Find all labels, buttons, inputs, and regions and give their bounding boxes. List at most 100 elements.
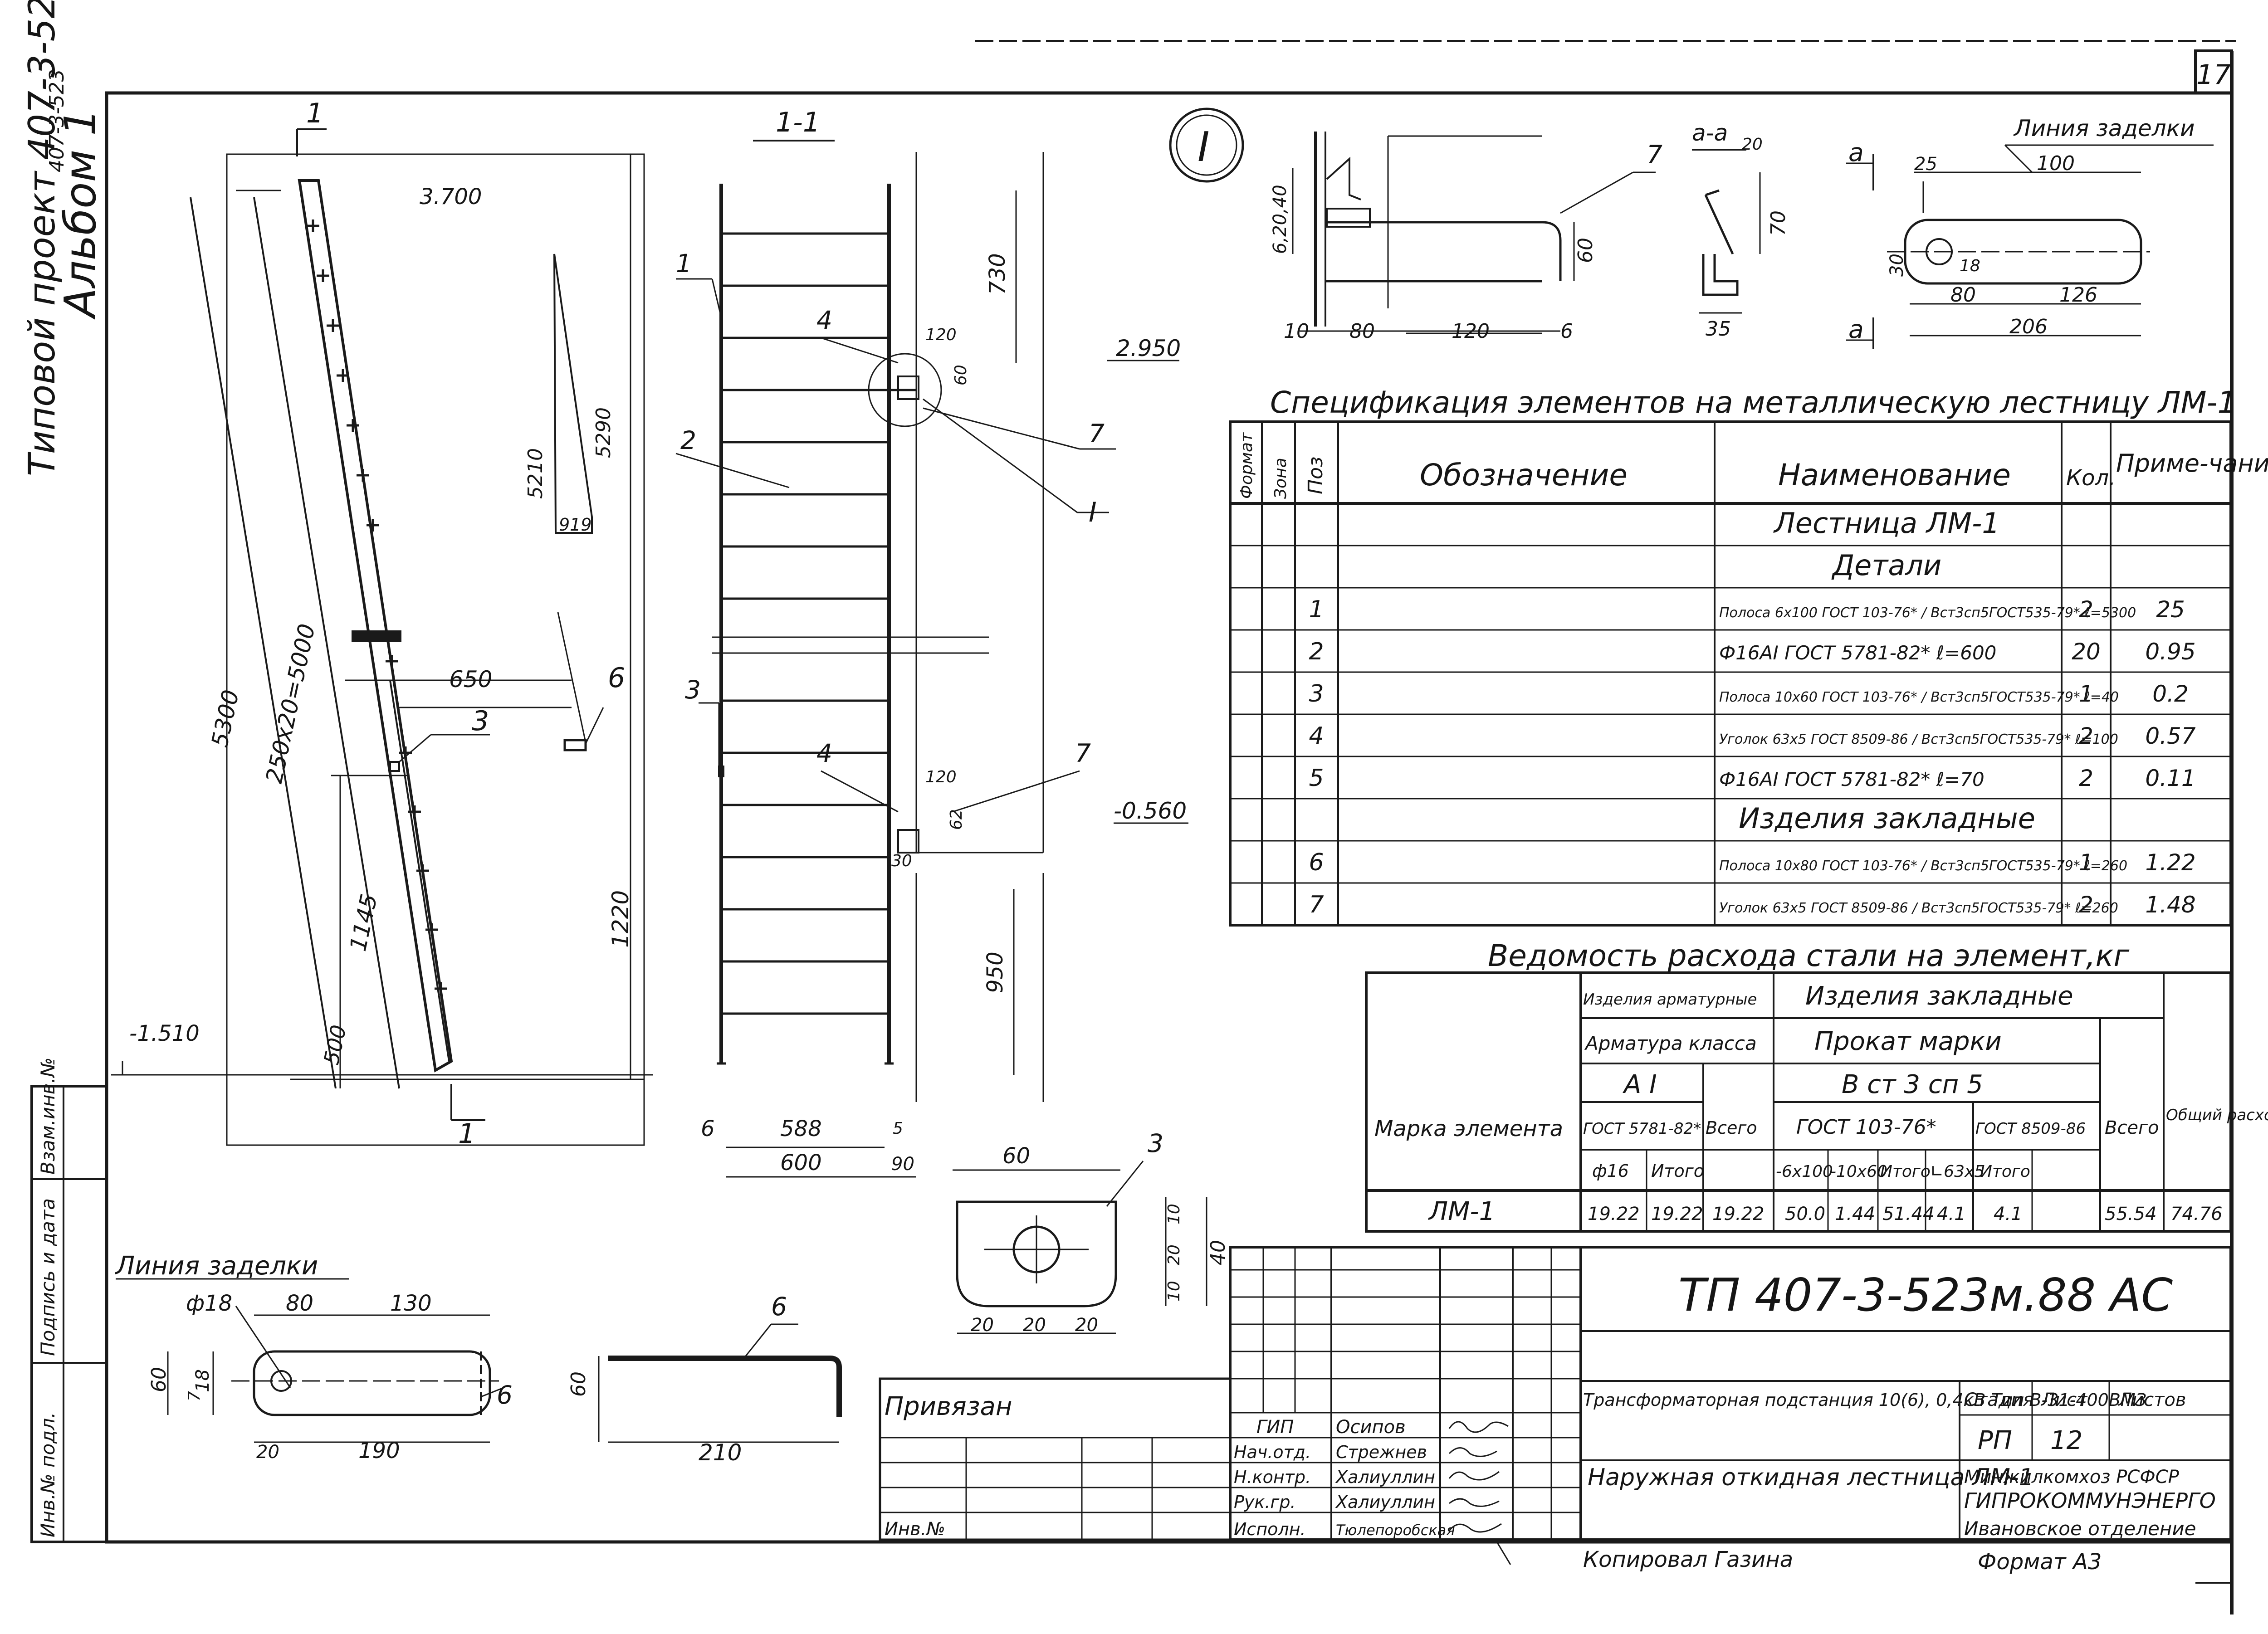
detail-a-a	[1692, 149, 1761, 314]
detail-6-dim-80: 80	[286, 1291, 313, 1316]
detail-3	[953, 1161, 1207, 1334]
ladder-profile-view	[111, 128, 653, 1146]
section-pos-4-bot: 4	[816, 739, 832, 768]
detail-6	[116, 1278, 504, 1443]
spec-row-pos: 5	[1309, 765, 1324, 792]
detail-3-dim-10a: 10	[1165, 1204, 1183, 1224]
detail-bar-dim-60: 60	[567, 1371, 590, 1397]
detail-strip-title: Линия заделки	[2013, 115, 2195, 141]
detail-I	[1169, 107, 1656, 334]
detail-I-dim-80: 80	[1349, 320, 1375, 343]
triangle-5290: 5290	[592, 407, 615, 458]
side-text: Типовой проект 407-3-523.88 Альбом 1 407…	[21, 0, 106, 476]
role-1: Нач.отд.	[1234, 1442, 1311, 1462]
dim-60: 60	[952, 365, 970, 385]
pos-6-label: 6	[608, 662, 625, 694]
spec-table-headers: Формат Зона Поз Обозначение Наименование…	[1237, 432, 2268, 499]
left-label-2: Подпись и дата	[37, 1198, 59, 1356]
detail-3-pos: 3	[1148, 1129, 1163, 1158]
spec-header-format: Формат	[1237, 432, 1256, 499]
side-corner-number: 407-3-523	[45, 69, 68, 172]
section-pos-2: 2	[680, 426, 696, 455]
pos-3-label: 3	[472, 705, 489, 737]
left-label-1: Инв.№ подл.	[37, 1412, 59, 1537]
side-album: Альбом 1	[56, 108, 106, 320]
detail-6-dim-20: 20	[256, 1442, 279, 1463]
name-2: Халиуллин	[1335, 1467, 1435, 1487]
detail-3-dim-40: 40	[1207, 1240, 1230, 1265]
spec-header-pos: Поз	[1304, 457, 1327, 494]
section-pos-I: I	[1089, 497, 1097, 528]
steel-h-rebar-class: Арматура класса	[1584, 1032, 1757, 1054]
spec-row-note: 25	[2156, 596, 2185, 623]
steel-sub-0: ф16	[1592, 1161, 1629, 1181]
steel-val-7: 4.1	[1994, 1204, 2023, 1224]
left-label-3: Взам.инв.№	[37, 1058, 59, 1175]
steel-val-0: 19.22	[1588, 1204, 1640, 1224]
detail-strip-mark-a-bot: а	[1848, 315, 1864, 344]
dim-steps: 250x20=5000	[261, 621, 320, 785]
detail-I-title: I	[1198, 123, 1210, 171]
sheet-header: Лист	[2040, 1390, 2088, 1410]
signature-0	[1448, 1421, 1509, 1433]
dim-120-bot: 120	[925, 768, 957, 786]
spec-row-qty: 2	[2079, 765, 2093, 791]
steel-val-6: 4.1	[1937, 1204, 1966, 1224]
steel-sub-7: Итого	[1980, 1162, 2030, 1181]
spec-row-name: Полоса 10x60 ГОСТ 103-76* / Вст3сп5ГОСТ5…	[1719, 689, 2119, 705]
detail-strip	[1846, 144, 2214, 349]
elevation-2950: 2.950	[1116, 335, 1181, 361]
org-line-2: ГИПРОКОММУНЭНЕРГО	[1964, 1488, 2216, 1513]
steel-val-9: 74.76	[2170, 1204, 2223, 1224]
spec-row-qty: 1	[2079, 849, 2093, 876]
detail-bar	[598, 1323, 842, 1443]
detail-6-pos: 6	[497, 1380, 513, 1410]
page-number: 17	[2196, 59, 2231, 91]
steel-sub-5: Итого	[1880, 1162, 1931, 1181]
spec-row-qty: 2	[2079, 596, 2093, 623]
detail-aa-dim-20: 20	[1742, 135, 1763, 154]
detail-aa-dim-70: 70	[1767, 210, 1790, 236]
detail-I-dim-60: 60	[1574, 238, 1597, 263]
spec-row-pos: 7	[1309, 891, 1324, 918]
steel-h-mark: Марка элемента	[1374, 1116, 1563, 1141]
steel-table-subheaders: ф16 Итого -6x100 -10x60 Итого ∟63x5 Итог…	[1592, 1161, 2030, 1181]
spec-header-name: Наименование	[1778, 458, 2011, 493]
steel-h-steel: В ст 3 сп 5	[1842, 1070, 1983, 1099]
detail-aa-title: а-а	[1692, 120, 1728, 146]
dim-588: 588	[780, 1116, 822, 1141]
detail-strip-dim-30: 30	[1887, 254, 1907, 277]
detail-6-title: Линия заделки	[115, 1251, 318, 1281]
detail-6-dim-130: 130	[390, 1291, 432, 1316]
detail-3-dim-20a: 20	[971, 1315, 994, 1336]
detail-aa-dim-35: 35	[1706, 317, 1731, 341]
name-3: Халиуллин	[1335, 1492, 1435, 1512]
left-stamp-block: Инв.№ подл. Подпись и дата Взам.инв.№	[30, 1058, 108, 1543]
detail-3-dim-60: 60	[1002, 1143, 1030, 1169]
steel-table-headers: Марка элемента Изделия арматурные Издели…	[1374, 981, 2268, 1141]
spec-row-name: Полоса 10x80 ГОСТ 103-76* / Вст3сп5ГОСТ5…	[1719, 858, 2127, 874]
signature-1	[1448, 1447, 1497, 1457]
steel-h-embed: Изделия закладные	[1805, 981, 2073, 1011]
bound-label: Привязан	[885, 1392, 1012, 1421]
spec-row-note: 1.48	[2145, 892, 2195, 918]
detail-strip-dim-25: 25	[1914, 154, 1937, 175]
dim-650: 650	[449, 666, 492, 693]
detail-I-dim-6: 6	[1560, 320, 1573, 343]
dim-62: 62	[947, 809, 966, 830]
title-roles: ГИП Осипов Нач.отд. Стрежнев Н.контр. Ха…	[1234, 1417, 1509, 1539]
spec-row-name: Уголок 63x5 ГОСТ 8509-86 / Вст3сп5ГОСТ53…	[1719, 732, 2118, 747]
detail-3-dim-20c: 20	[1075, 1315, 1098, 1336]
steel-h-rebar: Изделия арматурные	[1583, 990, 1757, 1009]
detail-strip-dim-100: 100	[2037, 152, 2075, 175]
project-name: Трансформаторная подстанция 10(6), 0,4кВ…	[1583, 1390, 2146, 1410]
dim-30: 30	[891, 852, 912, 870]
dim-600: 600	[780, 1150, 822, 1176]
spec-row-qty: 1	[2079, 681, 2093, 707]
detail-I-dim-120: 120	[1452, 320, 1490, 343]
dim-1145: 1145	[345, 892, 382, 954]
dim-90: 90	[891, 1154, 914, 1175]
spec-row-pos: 6	[1309, 849, 1324, 876]
